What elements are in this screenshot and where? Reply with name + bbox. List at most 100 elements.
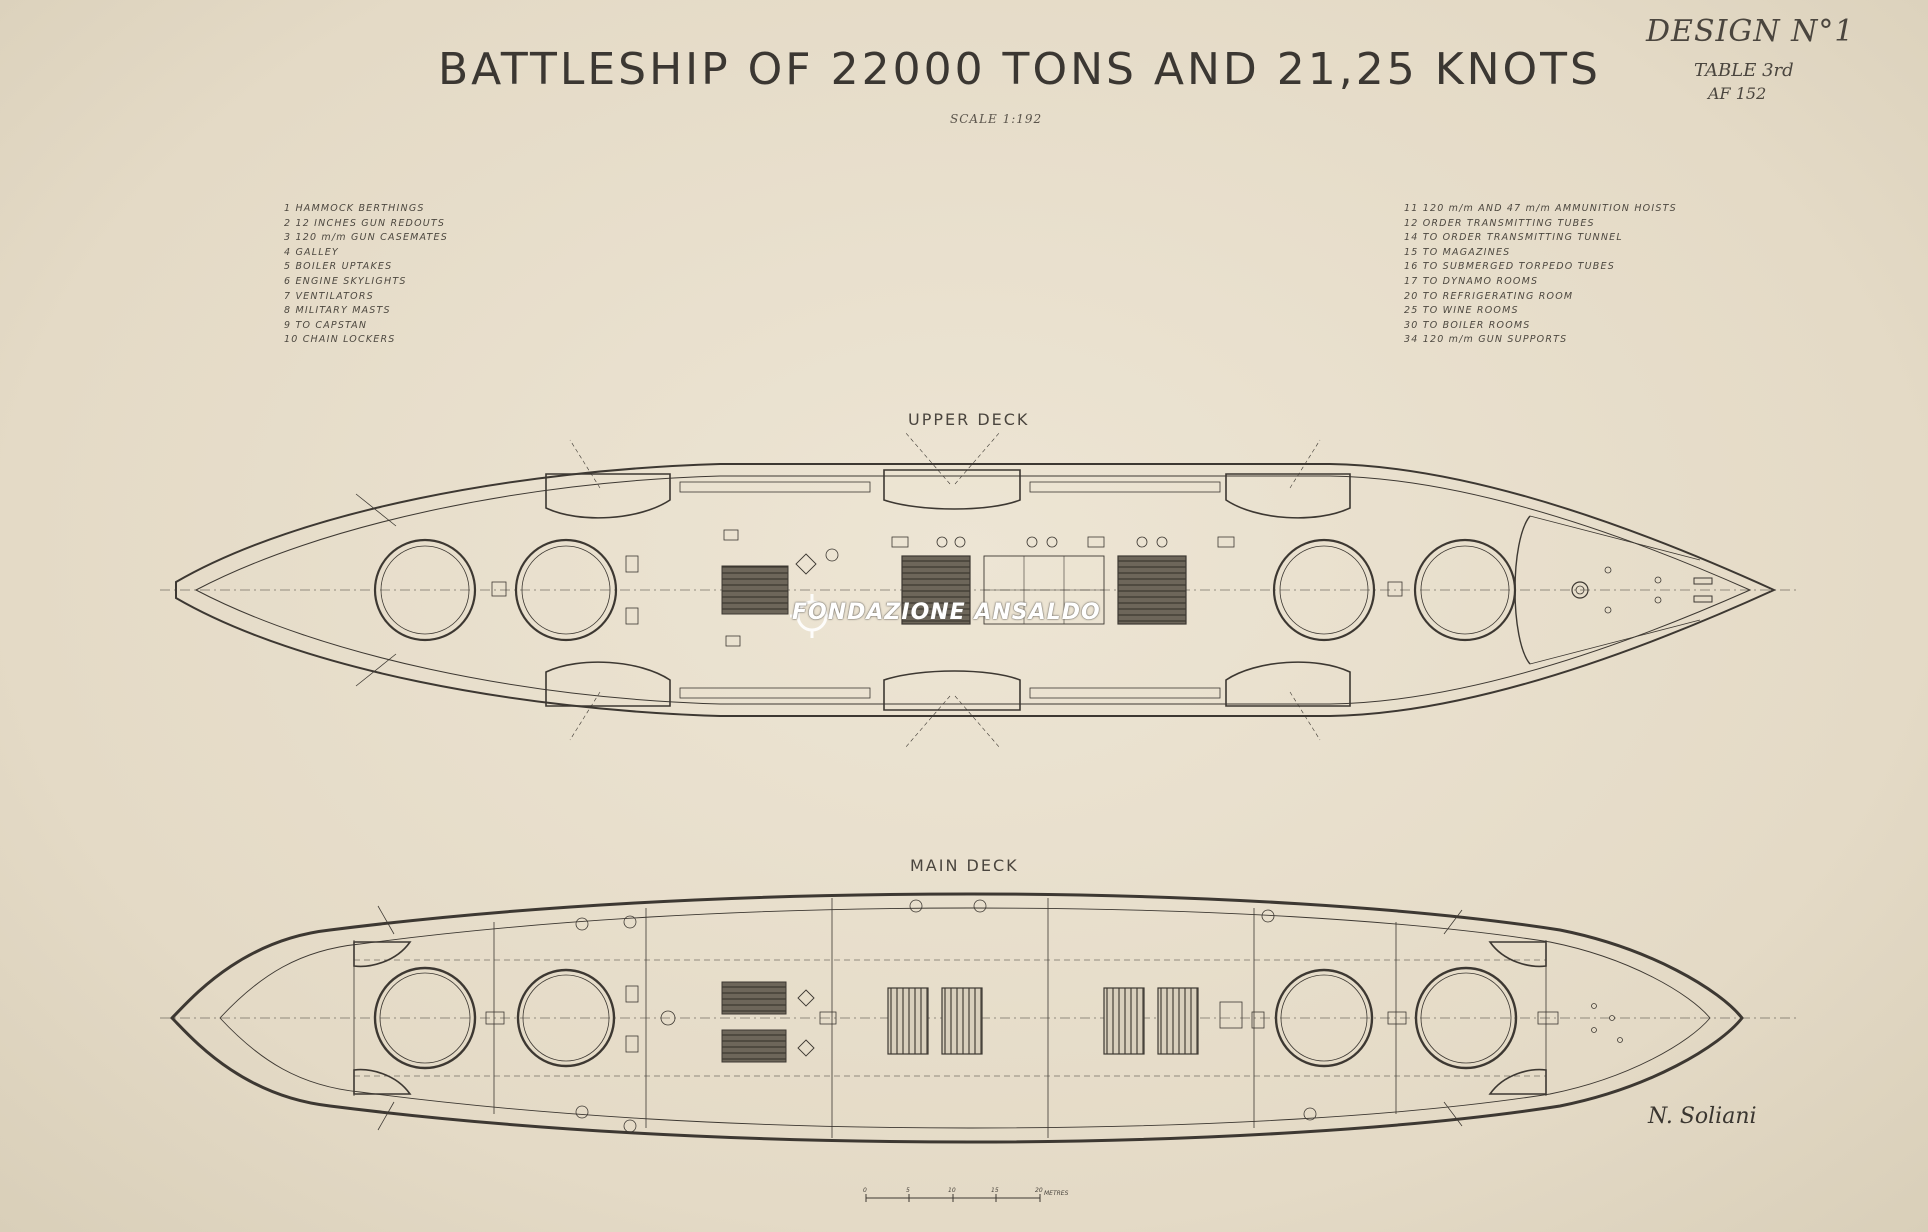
scale-bar-labels: 0 5 10 15 20 xyxy=(863,1187,1043,1194)
anchor-gear xyxy=(1693,595,1713,603)
main-deck-label: MAIN DECK xyxy=(910,856,1019,875)
engine-skylight xyxy=(721,981,787,1015)
boiler-uptake xyxy=(887,987,929,1055)
ventilator xyxy=(936,536,948,548)
hatch xyxy=(723,529,739,541)
casemate xyxy=(545,661,671,707)
chain-locker xyxy=(1604,606,1612,614)
drawing-title: BATTLESHIP OF 22000 TONS AND 21,25 KNOTS xyxy=(438,44,1601,95)
legend-right: 11 120 m/m AND 47 m/m AMMUNITION HOISTS … xyxy=(1404,202,1677,348)
turret-barbette xyxy=(1274,968,1374,1068)
drawing-scale: SCALE 1:192 xyxy=(950,112,1043,126)
gun-arc xyxy=(904,695,951,749)
ventilator xyxy=(825,548,839,562)
casemate xyxy=(883,670,1021,711)
scale-bar-unit: METRES xyxy=(1044,1190,1069,1197)
turret-barbette xyxy=(1414,966,1518,1070)
legend-item: 25 TO WINE ROOMS xyxy=(1404,305,1519,317)
chain-locker xyxy=(1654,596,1662,604)
hatch xyxy=(1219,1001,1243,1029)
legend-item: 3 120 m/m GUN CASEMATES xyxy=(284,232,448,244)
legend-item: 9 TO CAPSTAN xyxy=(284,319,368,331)
legend-item: 17 TO DYNAMO ROOMS xyxy=(1404,275,1539,287)
main-deck-plan xyxy=(160,892,1800,1144)
upper-hull-inner xyxy=(194,475,1752,705)
hammock-berthing xyxy=(679,481,871,493)
legend-item: 7 VENTILATORS xyxy=(284,290,374,302)
hatch xyxy=(491,581,507,597)
scale-tick-label: 20 xyxy=(1035,1187,1043,1194)
chain-locker xyxy=(1609,1015,1615,1021)
chain-locker xyxy=(1617,1037,1623,1043)
casemate xyxy=(1225,473,1351,519)
casemate xyxy=(1488,941,1547,968)
legend-item: 2 12 INCHES GUN REDOUTS xyxy=(284,217,446,229)
hatch xyxy=(1251,1011,1265,1029)
scale-tick-label: 5 xyxy=(906,1187,910,1194)
gun-arc xyxy=(569,439,601,489)
hatch xyxy=(625,985,639,1003)
casemate xyxy=(353,1068,412,1095)
hatch xyxy=(625,607,639,625)
turret-barbette xyxy=(373,966,477,1070)
boiler-uptake xyxy=(1117,555,1187,625)
boat-boom xyxy=(377,1101,395,1131)
ventilator xyxy=(575,917,589,931)
legend-item: 11 120 m/m AND 47 m/m AMMUNITION HOISTS xyxy=(1404,203,1677,214)
capstan xyxy=(1575,585,1585,595)
ventilator xyxy=(1261,909,1275,923)
gun-arc xyxy=(569,691,601,741)
hatch xyxy=(1387,581,1403,597)
engine-skylight xyxy=(721,565,789,615)
scale-bar xyxy=(865,1194,1041,1202)
turret-barbette xyxy=(373,538,477,642)
ventilator xyxy=(623,915,637,929)
boat-boom xyxy=(1443,909,1463,935)
legend-item: 8 MILITARY MASTS xyxy=(284,305,391,317)
legend-item: 16 TO SUBMERGED TORPEDO TUBES xyxy=(1404,261,1615,273)
chain-locker xyxy=(1654,576,1662,584)
upper-deck-plan xyxy=(160,431,1800,749)
hatch xyxy=(1387,1011,1407,1025)
turret-barbette xyxy=(516,968,616,1068)
hatch xyxy=(625,1035,639,1053)
ventilator xyxy=(1136,536,1148,548)
chain-locker xyxy=(1591,1003,1597,1009)
boiler-uptake xyxy=(1103,987,1145,1055)
scale-tick-label: 15 xyxy=(991,1187,999,1194)
ventilator xyxy=(660,1010,676,1026)
boiler-uptake xyxy=(941,987,983,1055)
hammock-berthing xyxy=(1029,481,1221,493)
main-hull-outline xyxy=(169,892,1744,1144)
hatch xyxy=(891,536,909,548)
scale-tick-label: 0 xyxy=(863,1187,867,1194)
ventilator xyxy=(954,536,966,548)
legend-item: 5 BOILER UPTAKES xyxy=(284,261,393,273)
casemate xyxy=(1488,1068,1547,1095)
hatch xyxy=(485,1011,505,1025)
scale-tick-label: 10 xyxy=(948,1187,956,1194)
turret-barbette xyxy=(1272,538,1376,642)
ventilator xyxy=(973,899,987,913)
turret-barbette xyxy=(1413,538,1517,642)
legend-item: 15 TO MAGAZINES xyxy=(1404,246,1511,258)
ventilator xyxy=(1303,1107,1317,1121)
gun-arc xyxy=(1289,691,1321,741)
gun-arc xyxy=(954,431,1001,485)
legend-left: 1 HAMMOCK BERTHINGS 2 12 INCHES GUN REDO… xyxy=(284,202,448,348)
table-number: TABLE 3rd xyxy=(1694,60,1794,81)
hatch xyxy=(1087,536,1105,548)
boat-boom xyxy=(377,905,395,935)
designer-signature: N. Soliani xyxy=(1648,1104,1757,1129)
legend-item: 10 CHAIN LOCKERS xyxy=(284,334,396,346)
gun-arc xyxy=(954,695,1001,749)
boiler-uptake xyxy=(901,555,971,625)
ventilator xyxy=(1046,536,1058,548)
capstan xyxy=(1571,581,1589,599)
casemate xyxy=(353,941,412,968)
legend-item: 20 TO REFRIGERATING ROOM xyxy=(1404,290,1574,302)
military-mast xyxy=(797,989,815,1007)
legend-item: 12 ORDER TRANSMITTING TUBES xyxy=(1404,217,1595,229)
